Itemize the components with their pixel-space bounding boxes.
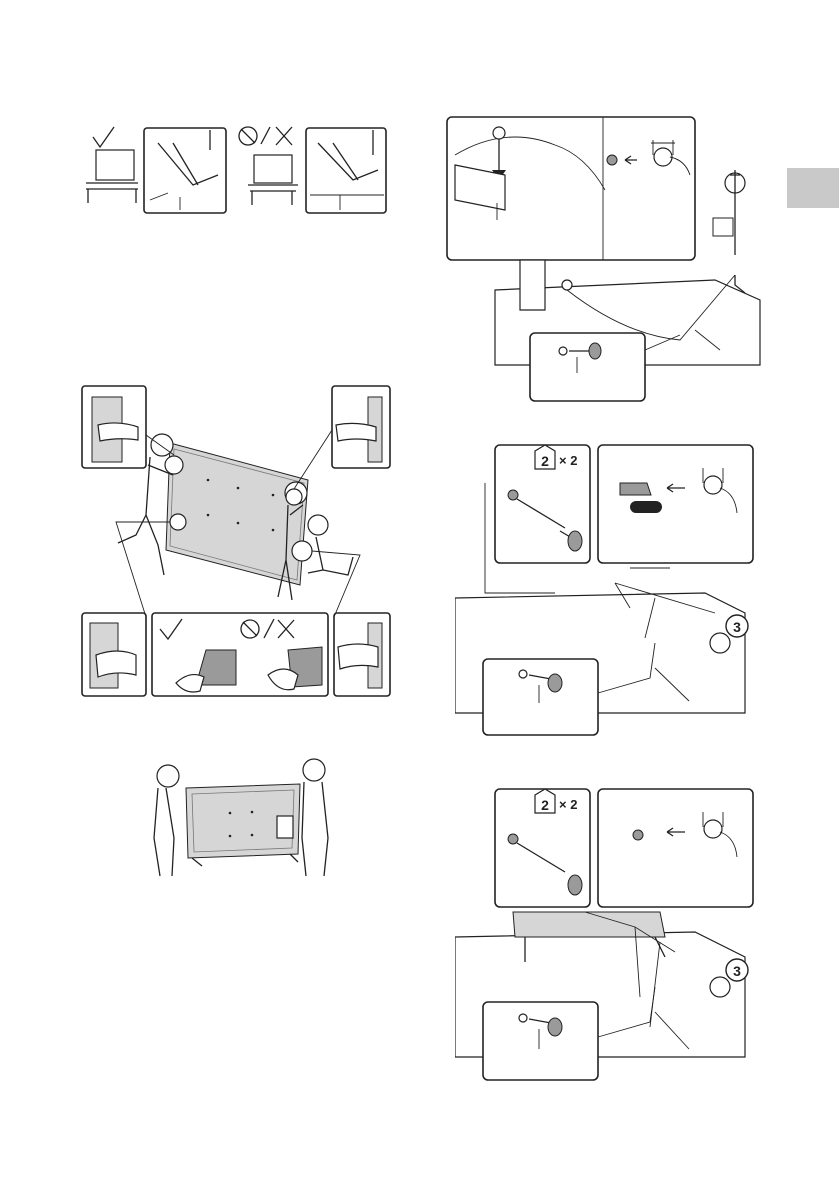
prohibited-x-icon	[239, 127, 292, 145]
badge-number: 2	[541, 797, 549, 813]
wall-strap-illustration	[445, 115, 765, 405]
stand-placement-illustration	[78, 125, 388, 217]
badge-number: 2	[541, 453, 549, 469]
strap-screw-illustration-2: 2 × 2 3	[455, 787, 755, 1083]
lifting-tv-illustration	[78, 385, 392, 700]
step-number: 3	[733, 619, 741, 635]
carrying-tv-illustration	[152, 758, 332, 878]
strap-screw-illustration-1: 2 × 2 3	[455, 443, 755, 743]
step-number: 3	[733, 963, 741, 979]
check-icon	[93, 127, 114, 147]
section-tab-marker	[787, 168, 839, 208]
badge-multiplier: × 2	[559, 797, 577, 812]
badge-multiplier: × 2	[559, 453, 577, 468]
